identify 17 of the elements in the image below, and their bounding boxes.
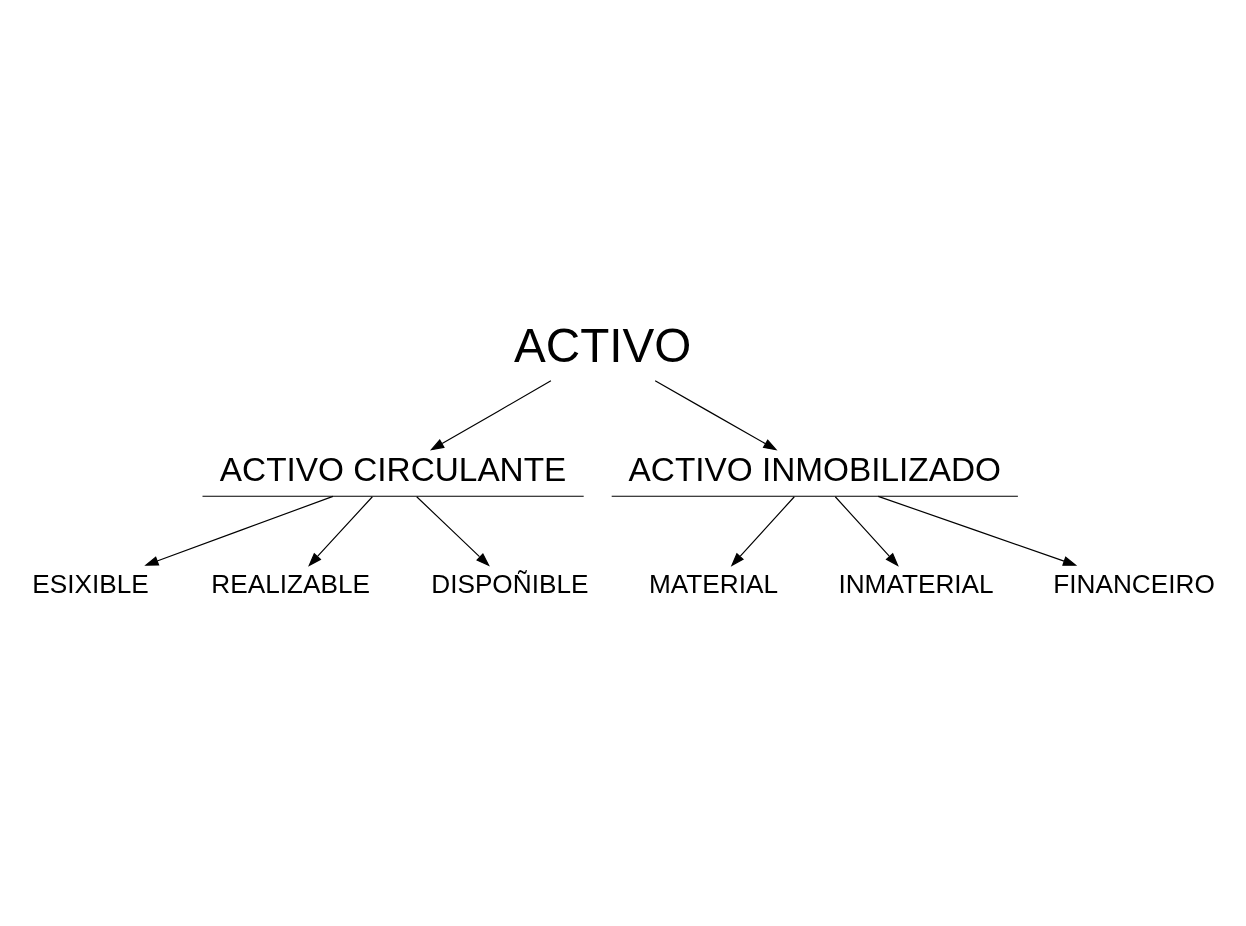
arrow — [834, 495, 899, 567]
arrow — [730, 495, 795, 567]
arrow — [144, 495, 334, 566]
node-text: ACTIVO INMOBILIZADO — [628, 450, 1001, 488]
node-text: INMATERIAL — [838, 568, 994, 599]
arrow — [877, 495, 1078, 566]
node-text: ACTIVO CIRCULANTE — [219, 450, 567, 488]
node-text: REALIZABLE — [211, 568, 370, 599]
node-text: DISPOÑIBLE — [431, 568, 589, 599]
node-text: ACTIVO — [514, 318, 692, 372]
node-text: ESIXIBLE — [32, 568, 149, 599]
node-text: MATERIAL — [649, 568, 779, 599]
arrow — [308, 495, 373, 567]
node-text: FINANCEIRO — [1053, 568, 1215, 599]
arrow — [429, 379, 552, 451]
arrow — [654, 379, 778, 451]
arrow — [416, 495, 490, 567]
